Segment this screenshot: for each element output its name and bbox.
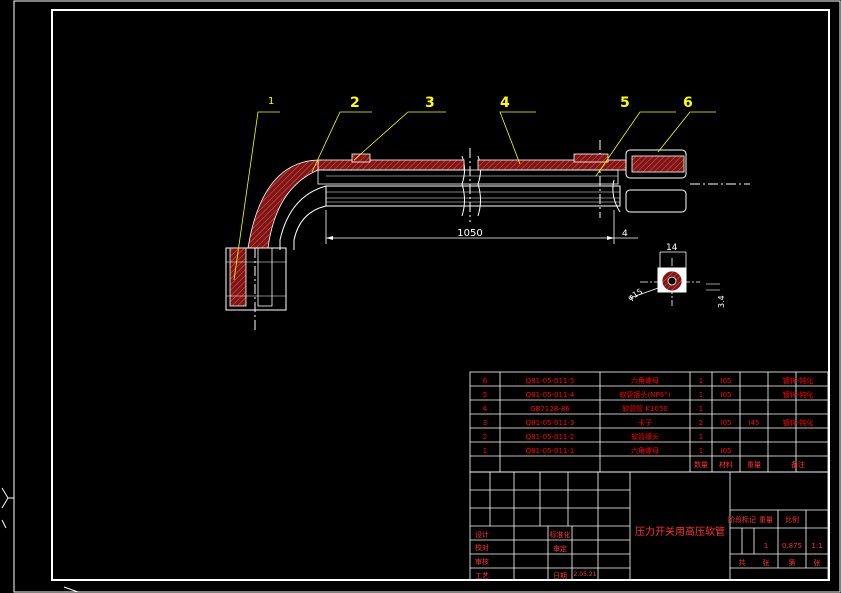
bom-row: 2 Q81-05-011-2 软管接头 1 bbox=[483, 432, 703, 441]
balloon-4: 4 bbox=[500, 95, 510, 111]
edge-arrow-mark bbox=[1, 487, 14, 529]
svg-text:审定: 审定 bbox=[553, 544, 567, 553]
bom-cell-name: 软管接头 bbox=[631, 432, 659, 441]
svg-text:重量: 重量 bbox=[759, 516, 773, 524]
balloon-5: 5 bbox=[620, 95, 630, 111]
svg-text:2.05.21: 2.05.21 bbox=[574, 571, 597, 578]
svg-text:工艺: 工艺 bbox=[475, 572, 489, 580]
bom-cell-no: 5 bbox=[483, 391, 487, 399]
section-detail: 14 φ15 3.4 bbox=[626, 243, 726, 308]
bom-cell-code: Q81-05-011-2 bbox=[526, 433, 575, 441]
bom-row: 4 GB7128-86 软管管 K1050 1 bbox=[483, 404, 703, 413]
bom-cell-mat: Ⅰ05 bbox=[721, 377, 732, 385]
svg-text:共: 共 bbox=[739, 558, 746, 567]
svg-text:校对: 校对 bbox=[475, 543, 489, 552]
svg-text:张: 张 bbox=[814, 558, 821, 567]
title-block bbox=[469, 471, 829, 581]
svg-text:重量: 重量 bbox=[747, 461, 761, 469]
part-balloons: 1 2 3 4 5 6 bbox=[233, 95, 716, 281]
bom-cell-name: 软管接头(NPS°) bbox=[620, 390, 671, 399]
balloon-6: 6 bbox=[683, 95, 693, 111]
bom-cell-no: 6 bbox=[483, 377, 488, 385]
bom-cell-no: 3 bbox=[483, 419, 487, 427]
svg-text:1:1: 1:1 bbox=[811, 542, 822, 550]
svg-text:1: 1 bbox=[764, 542, 768, 550]
svg-text:4: 4 bbox=[622, 229, 628, 239]
svg-text:3.4: 3.4 bbox=[717, 295, 726, 308]
bom-cell-mat: Ⅰ05 bbox=[721, 391, 732, 399]
svg-text:张: 张 bbox=[763, 558, 770, 567]
bom-cell-note: 镀锌-钝化 bbox=[783, 390, 814, 399]
balloon-3: 3 bbox=[425, 95, 435, 111]
bom-table bbox=[469, 371, 829, 473]
bom-cell-no: 1 bbox=[483, 447, 487, 455]
bom-row: 1 Q81-05-011-1 六角螺母 1 Ⅰ05 bbox=[483, 446, 732, 455]
svg-text:标准化: 标准化 bbox=[550, 530, 571, 539]
svg-text:14: 14 bbox=[666, 243, 678, 253]
svg-text:设计: 设计 bbox=[475, 530, 489, 539]
svg-text:阶段标记: 阶段标记 bbox=[728, 515, 756, 524]
bom-cell-name: 卡子 bbox=[638, 418, 652, 427]
dimension-1050: 1050 4 bbox=[325, 210, 638, 244]
bom-cell-mass: Ⅰ45 bbox=[749, 419, 760, 427]
bom-cell-mat: Ⅰ05 bbox=[721, 419, 732, 427]
bom-cell-code: GB7128-86 bbox=[530, 405, 570, 413]
bom-cell-no: 2 bbox=[483, 433, 487, 441]
outer-border bbox=[13, 0, 841, 593]
bom-cell-no: 4 bbox=[483, 405, 488, 413]
svg-text:1050: 1050 bbox=[457, 228, 482, 239]
drawing-title: 压力开关用高压软管 bbox=[635, 525, 725, 538]
bom-cell-qty: 1 bbox=[699, 377, 703, 385]
bom-cell-name: 六角螺母 bbox=[631, 446, 659, 455]
svg-text:审核: 审核 bbox=[475, 557, 489, 566]
bom-cell-note: 镀锌-钝化 bbox=[783, 418, 814, 427]
svg-text:数量: 数量 bbox=[694, 460, 708, 469]
bom-cell-qty: 1 bbox=[699, 433, 703, 441]
inner-frame bbox=[51, 9, 830, 581]
bom-cell-note: 镀锌-钝化 bbox=[783, 376, 814, 385]
bom-cell-code: Q81-05-011-4 bbox=[526, 391, 575, 399]
svg-text:备注: 备注 bbox=[791, 460, 805, 469]
bom-cell-code: Q81-05-011-3 bbox=[526, 419, 575, 427]
bom-row: 3 Q81-05-011-3 卡子 2 Ⅰ05 Ⅰ45 镀锌-钝化 bbox=[483, 418, 814, 427]
bom-header: 数量 材料 重量 备注 bbox=[694, 460, 805, 469]
svg-text:第: 第 bbox=[789, 558, 796, 567]
bom-cell-qty: 1 bbox=[699, 447, 703, 455]
title-block-text: 压力开关用高压软管 设计 校对 审核 工艺 标准化 审定 日期 2.05.21 … bbox=[475, 515, 823, 580]
svg-text:φ15: φ15 bbox=[626, 287, 644, 303]
bom-cell-code: Q81-05-011-1 bbox=[526, 447, 575, 455]
bom-cell-qty: 1 bbox=[699, 405, 703, 413]
svg-text:0.875: 0.875 bbox=[782, 542, 802, 550]
hose-assembly bbox=[225, 140, 750, 330]
bom-cell-qty: 1 bbox=[699, 391, 703, 399]
bom-row: 5 Q81-05-011-4 软管接头(NPS°) 1 Ⅰ05 镀锌-钝化 bbox=[483, 390, 814, 399]
bom-row: 6 Q81-05-011-5 六角螺母 1 Ⅰ05 镀锌-钝化 bbox=[483, 376, 814, 385]
bom-cell-code: Q81-05-011-5 bbox=[526, 377, 575, 385]
svg-text:材料: 材料 bbox=[719, 460, 733, 469]
bom-cell-name: 六角螺母 bbox=[631, 376, 659, 385]
bom-cell-qty: 2 bbox=[699, 419, 703, 427]
svg-text:日期: 日期 bbox=[553, 572, 567, 580]
balloon-1: 1 bbox=[268, 96, 274, 107]
bom-cell-mat: Ⅰ05 bbox=[721, 447, 732, 455]
svg-text:比例: 比例 bbox=[785, 515, 799, 524]
balloon-2: 2 bbox=[350, 95, 360, 111]
bom-cell-name: 软管管 K1050 bbox=[622, 404, 668, 413]
bottom-arrow-mark bbox=[63, 586, 79, 593]
